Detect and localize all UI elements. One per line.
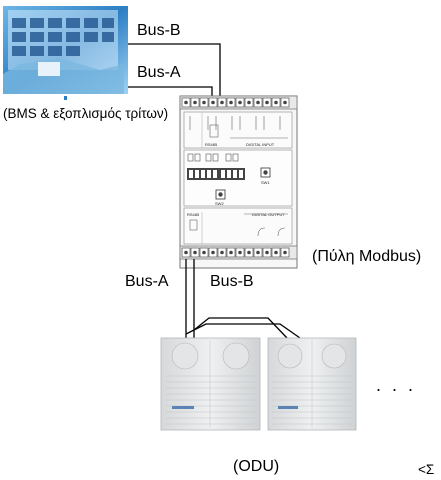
rs485-top-label: RS485 — [205, 142, 218, 147]
bus-a-bottom-label: Bus-A — [125, 273, 169, 290]
odu-unit — [267, 337, 357, 431]
bms-caption: (BMS & εξοπλισμός τρίτων) — [3, 106, 169, 121]
odu-caption: (ODU) — [233, 458, 280, 475]
bus-b-bottom-label: Bus-B — [210, 273, 254, 290]
cut-off-caption: <Σ — [418, 462, 435, 477]
rs485-bottom-label: RS485 — [187, 212, 200, 217]
gateway-caption: (Πύλη Modbus) — [312, 248, 422, 265]
digital-output-label: DIGITAL OUTPUT — [252, 212, 285, 217]
bus-b-top-label: Bus-B — [137, 22, 181, 39]
bus-a-top-label: Bus-A — [137, 64, 181, 81]
modbus-gateway-device: RS485 DIGITAL INPUT SW1 SW2 RS485 DIGITA… — [179, 95, 298, 269]
ellipsis-more-units: . . . — [376, 375, 417, 395]
odu-unit — [160, 337, 261, 431]
sw2-label: SW2 — [215, 201, 224, 206]
digital-input-label: DIGITAL INPUT — [246, 142, 275, 147]
bus-wires-top — [128, 43, 221, 97]
bus-wires-bottom — [185, 259, 301, 339]
sw1-label: SW1 — [261, 180, 270, 185]
bms-monitor-photo — [3, 6, 128, 100]
